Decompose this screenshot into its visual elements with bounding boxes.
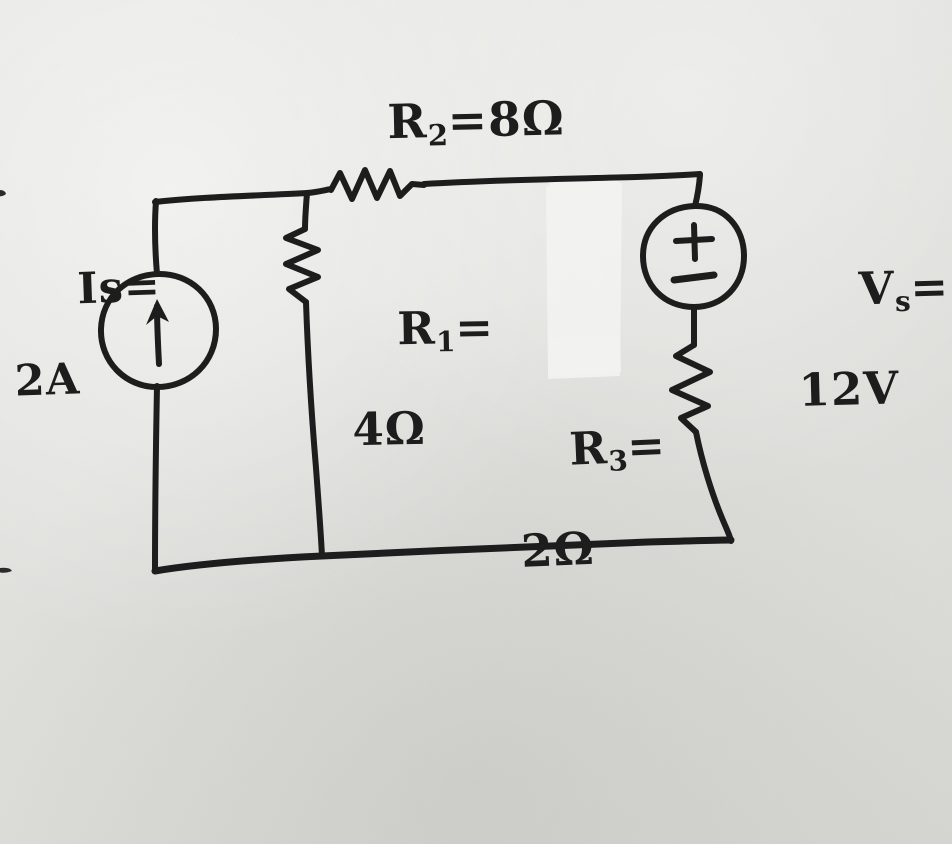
label-r3-line1: R3= <box>568 418 668 479</box>
label-vs-name: V <box>858 261 896 316</box>
label-r1-name: R <box>396 301 437 356</box>
label-vs-subscript: s <box>894 285 912 319</box>
label-r3-subscript: 3 <box>607 444 629 479</box>
resistor-r3-symbol <box>669 342 713 435</box>
label-is-line1: Is= <box>76 261 162 315</box>
minus-terminal-marker <box>670 271 718 284</box>
label-r1-equals: = <box>454 300 495 355</box>
label-r2: R2=8Ω <box>316 45 566 203</box>
label-r3-equals: = <box>626 418 668 474</box>
label-vs-value: 12V <box>798 360 900 417</box>
label-r1-value: 4Ω <box>351 401 427 456</box>
voltage-source-symbol <box>640 202 747 310</box>
label-r2-name: R <box>386 94 429 151</box>
label-current-source: Is= 2A <box>11 220 168 496</box>
label-is-line2: 2A <box>13 354 81 408</box>
label-r3-value: 2Ω <box>520 521 596 578</box>
label-r1-line1: R1= <box>396 300 495 359</box>
label-vs-equals: = <box>909 260 950 315</box>
label-r3: R3= 2Ω <box>500 375 676 670</box>
label-voltage-source: Vs= 12V <box>790 216 952 508</box>
label-r3-name: R <box>568 421 610 476</box>
plus-terminal-marker <box>673 222 715 262</box>
label-r2-subscript: 2 <box>427 118 449 153</box>
label-r1-subscript: 1 <box>435 325 456 359</box>
page-edge-marks <box>0 190 12 573</box>
circuit-wires <box>151 171 735 575</box>
label-r1: R1= 4Ω <box>329 257 497 548</box>
current-source-symbol <box>97 270 219 390</box>
resistor-r1-symbol <box>283 226 321 305</box>
label-vs-line1: Vs= <box>858 260 950 319</box>
label-r2-value: 8Ω <box>487 91 566 149</box>
label-r2-equals: = <box>447 93 489 150</box>
correction-tape-artifact <box>546 173 622 379</box>
resistor-r2-symbol <box>328 167 427 202</box>
